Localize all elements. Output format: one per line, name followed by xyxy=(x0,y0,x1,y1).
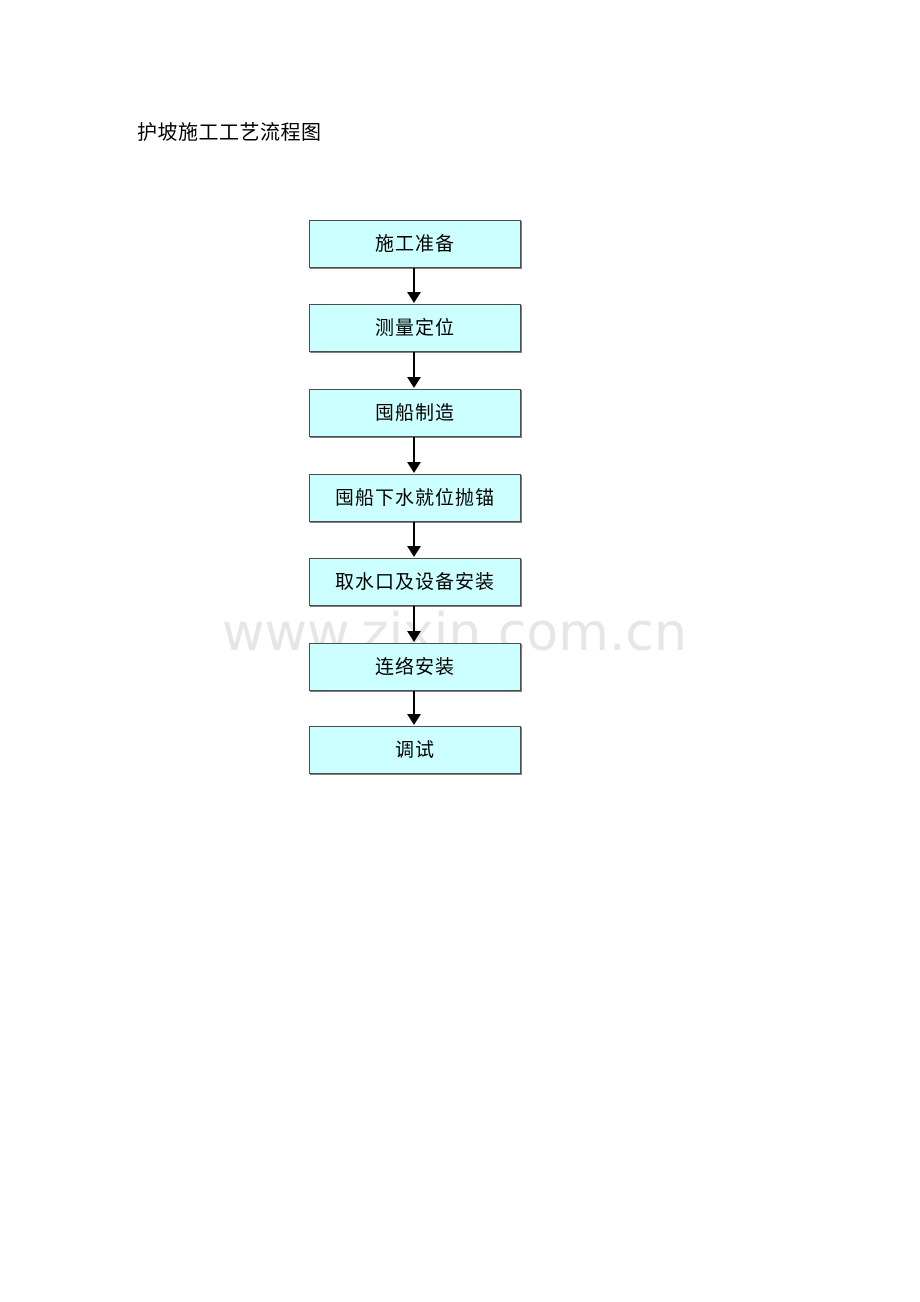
flow-node-label: 囤船下水就位抛锚 xyxy=(334,487,495,509)
flow-arrowhead-3-4 xyxy=(407,462,421,473)
flow-node-label: 囤船制造 xyxy=(374,402,455,424)
flow-arrowhead-5-6 xyxy=(407,631,421,642)
flow-connector-6-7 xyxy=(413,691,415,715)
page-title: 护坡施工工艺流程图 xyxy=(137,120,322,144)
flow-connector-4-5 xyxy=(413,522,415,547)
flow-node-step-4: 囤船下水就位抛锚 xyxy=(309,474,521,522)
flow-node-step-7: 调试 xyxy=(309,726,521,774)
flow-node-label: 取水口及设备安装 xyxy=(334,571,495,593)
flow-connector-1-2 xyxy=(413,268,415,294)
flow-connector-2-3 xyxy=(413,352,415,378)
flow-node-step-1: 施工准备 xyxy=(309,220,521,268)
flow-node-label: 连络安装 xyxy=(374,656,455,678)
flow-node-step-2: 测量定位 xyxy=(309,304,521,352)
flow-arrowhead-2-3 xyxy=(407,377,421,388)
flow-arrowhead-6-7 xyxy=(407,714,421,725)
flow-node-label: 调试 xyxy=(394,739,435,761)
flow-node-step-5: 取水口及设备安装 xyxy=(309,558,521,606)
flow-node-step-3: 囤船制造 xyxy=(309,389,521,437)
flow-node-label: 施工准备 xyxy=(374,233,455,255)
flow-connector-5-6 xyxy=(413,606,415,632)
flow-node-label: 测量定位 xyxy=(374,317,455,339)
flow-node-step-6: 连络安装 xyxy=(309,643,521,691)
flow-arrowhead-1-2 xyxy=(407,292,421,303)
flow-connector-3-4 xyxy=(413,437,415,463)
flow-arrowhead-4-5 xyxy=(407,546,421,557)
